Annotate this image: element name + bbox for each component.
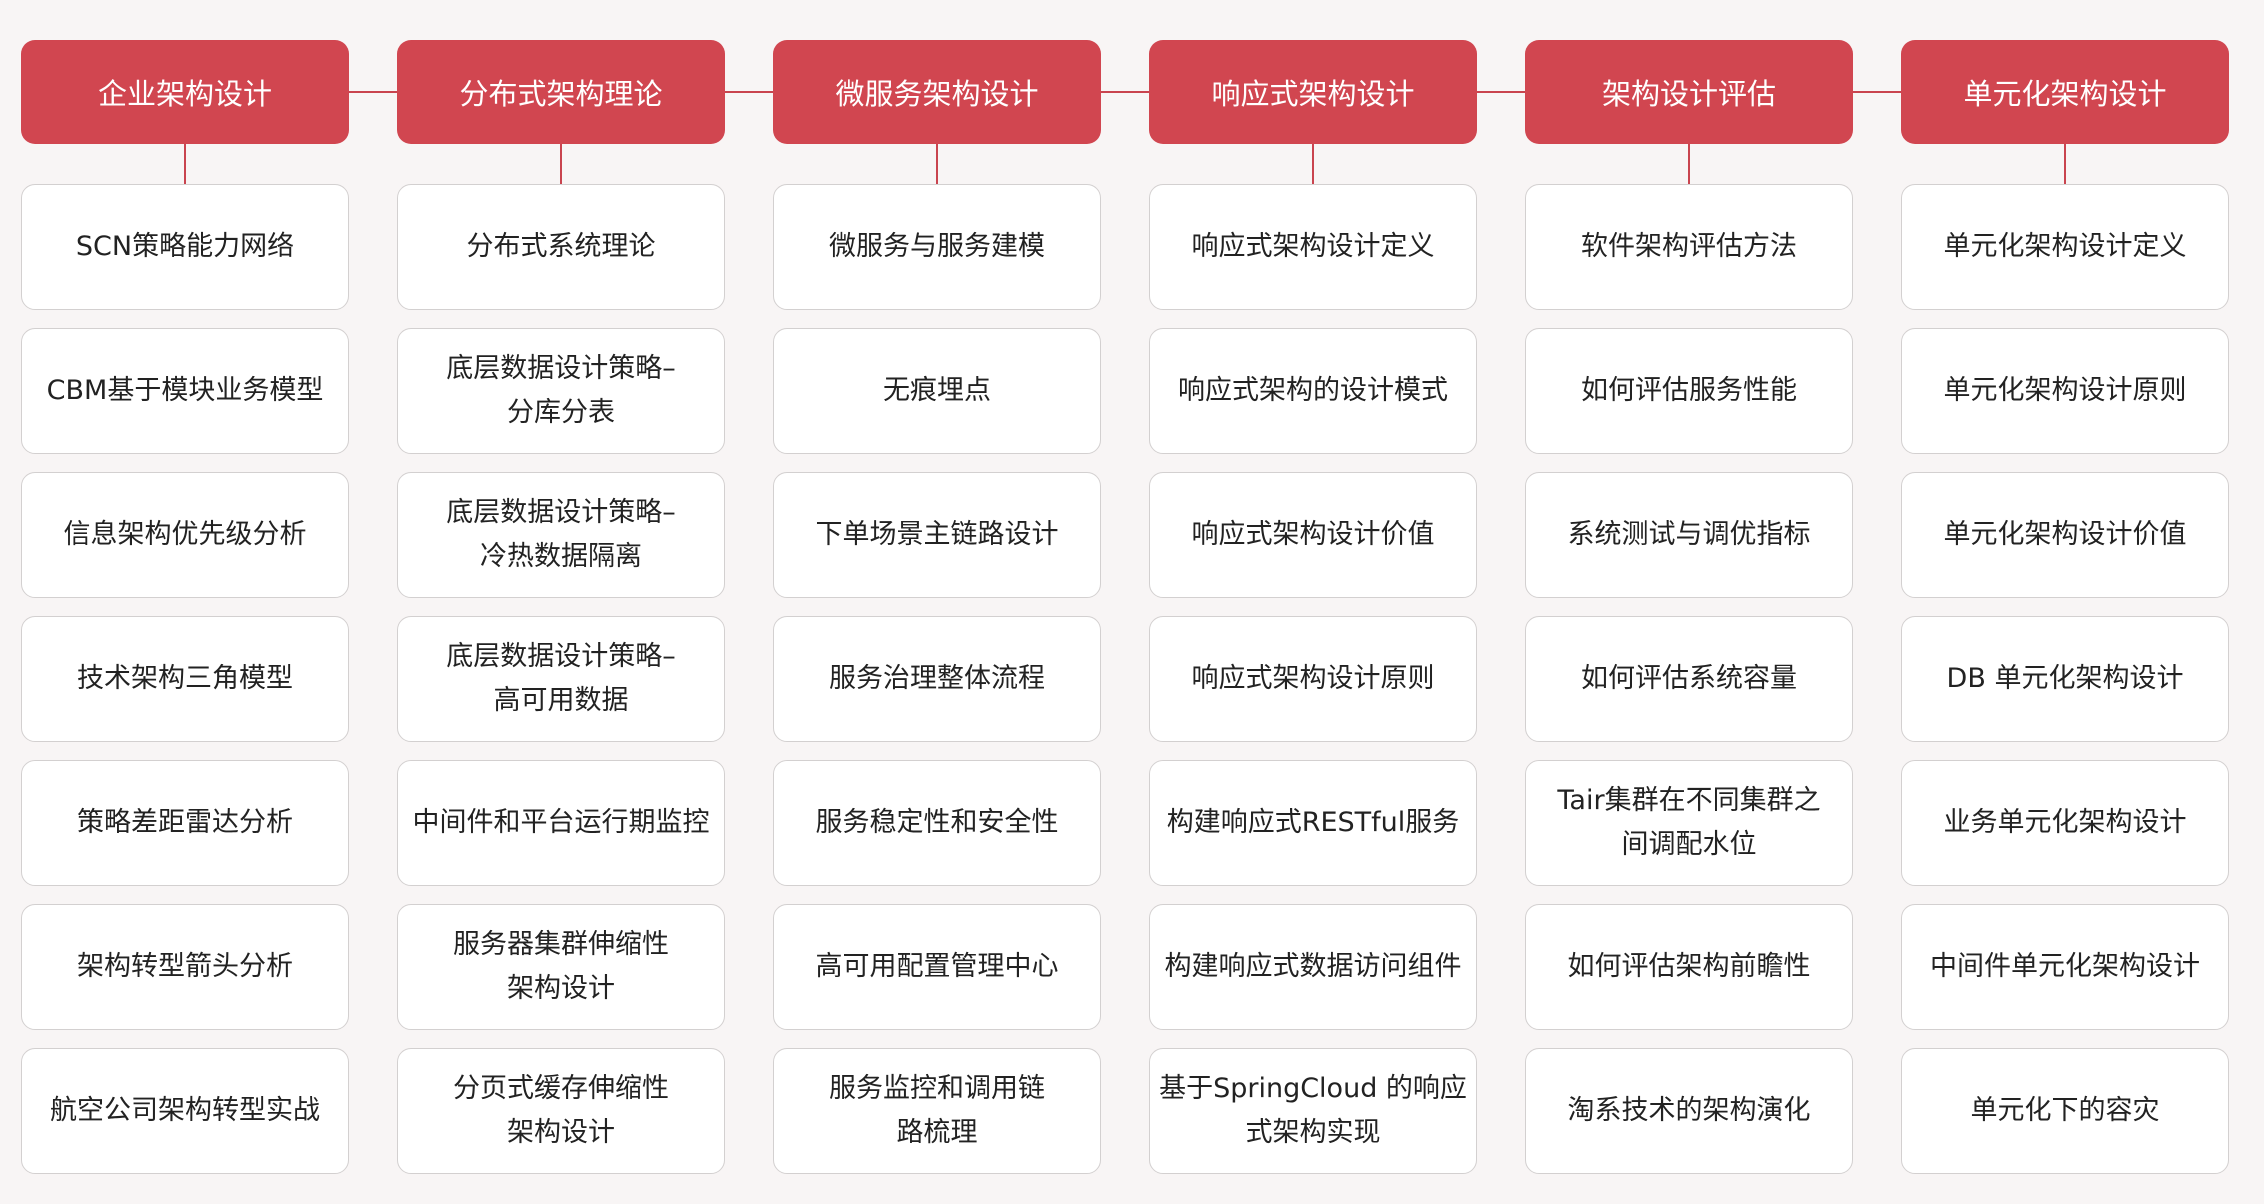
topic-box: 构建响应式RESTful服务 [1149, 760, 1477, 886]
column-connector-line [1688, 142, 1690, 222]
topic-box: SCN策略能力网络 [21, 184, 349, 310]
topic-box: 单元化架构设计原则 [1901, 328, 2229, 454]
topic-box: 如何评估系统容量 [1525, 616, 1853, 742]
topic-box: 底层数据设计策略– 冷热数据隔离 [397, 472, 725, 598]
topic-box: 构建响应式数据访问组件 [1149, 904, 1477, 1030]
topic-box: 响应式架构设计原则 [1149, 616, 1477, 742]
topic-box: 如何评估服务性能 [1525, 328, 1853, 454]
column-header: 微服务架构设计 [773, 40, 1101, 144]
column-header: 分布式架构理论 [397, 40, 725, 144]
topic-box: 底层数据设计策略– 高可用数据 [397, 616, 725, 742]
topic-box: 单元化架构设计价值 [1901, 472, 2229, 598]
column-header: 架构设计评估 [1525, 40, 1853, 144]
topic-box: 软件架构评估方法 [1525, 184, 1853, 310]
column-header: 企业架构设计 [21, 40, 349, 144]
topic-box: 信息架构优先级分析 [21, 472, 349, 598]
topic-box: Tair集群在不同集群之 间调配水位 [1525, 760, 1853, 886]
topic-box: 如何评估架构前瞻性 [1525, 904, 1853, 1030]
topic-box: 系统测试与调优指标 [1525, 472, 1853, 598]
column-connector-line [2064, 142, 2066, 222]
topic-box: 服务器集群伸缩性 架构设计 [397, 904, 725, 1030]
topic-box: 技术架构三角模型 [21, 616, 349, 742]
topic-box: 单元化架构设计定义 [1901, 184, 2229, 310]
topic-box: 中间件和平台运行期监控 [397, 760, 725, 886]
topic-box: 下单场景主链路设计 [773, 472, 1101, 598]
topic-box: 响应式架构的设计模式 [1149, 328, 1477, 454]
topic-box: 分布式系统理论 [397, 184, 725, 310]
column-connector-line [184, 142, 186, 222]
topic-box: 业务单元化架构设计 [1901, 760, 2229, 886]
topic-box: 分页式缓存伸缩性 架构设计 [397, 1048, 725, 1174]
topic-box: 响应式架构设计定义 [1149, 184, 1477, 310]
topic-box: 底层数据设计策略– 分库分表 [397, 328, 725, 454]
topic-box: 基于SpringCloud 的响应 式架构实现 [1149, 1048, 1477, 1174]
topic-box: 淘系技术的架构演化 [1525, 1048, 1853, 1174]
topic-box: DB 单元化架构设计 [1901, 616, 2229, 742]
column-header: 单元化架构设计 [1901, 40, 2229, 144]
topic-box: 航空公司架构转型实战 [21, 1048, 349, 1174]
column-connector-line [560, 142, 562, 222]
topic-box: 服务稳定性和安全性 [773, 760, 1101, 886]
topic-box: 高可用配置管理中心 [773, 904, 1101, 1030]
topic-box: CBM基于模块业务模型 [21, 328, 349, 454]
topic-box: 无痕埋点 [773, 328, 1101, 454]
header-connector-line [185, 91, 2065, 93]
topic-box: 服务治理整体流程 [773, 616, 1101, 742]
column-header: 响应式架构设计 [1149, 40, 1477, 144]
topic-box: 响应式架构设计价值 [1149, 472, 1477, 598]
topic-box: 架构转型箭头分析 [21, 904, 349, 1030]
topic-box: 中间件单元化架构设计 [1901, 904, 2229, 1030]
topic-box: 策略差距雷达分析 [21, 760, 349, 886]
column-connector-line [1312, 142, 1314, 222]
column-connector-line [936, 142, 938, 222]
topic-box: 单元化下的容灾 [1901, 1048, 2229, 1174]
topic-box: 服务监控和调用链 路梳理 [773, 1048, 1101, 1174]
topic-box: 微服务与服务建模 [773, 184, 1101, 310]
